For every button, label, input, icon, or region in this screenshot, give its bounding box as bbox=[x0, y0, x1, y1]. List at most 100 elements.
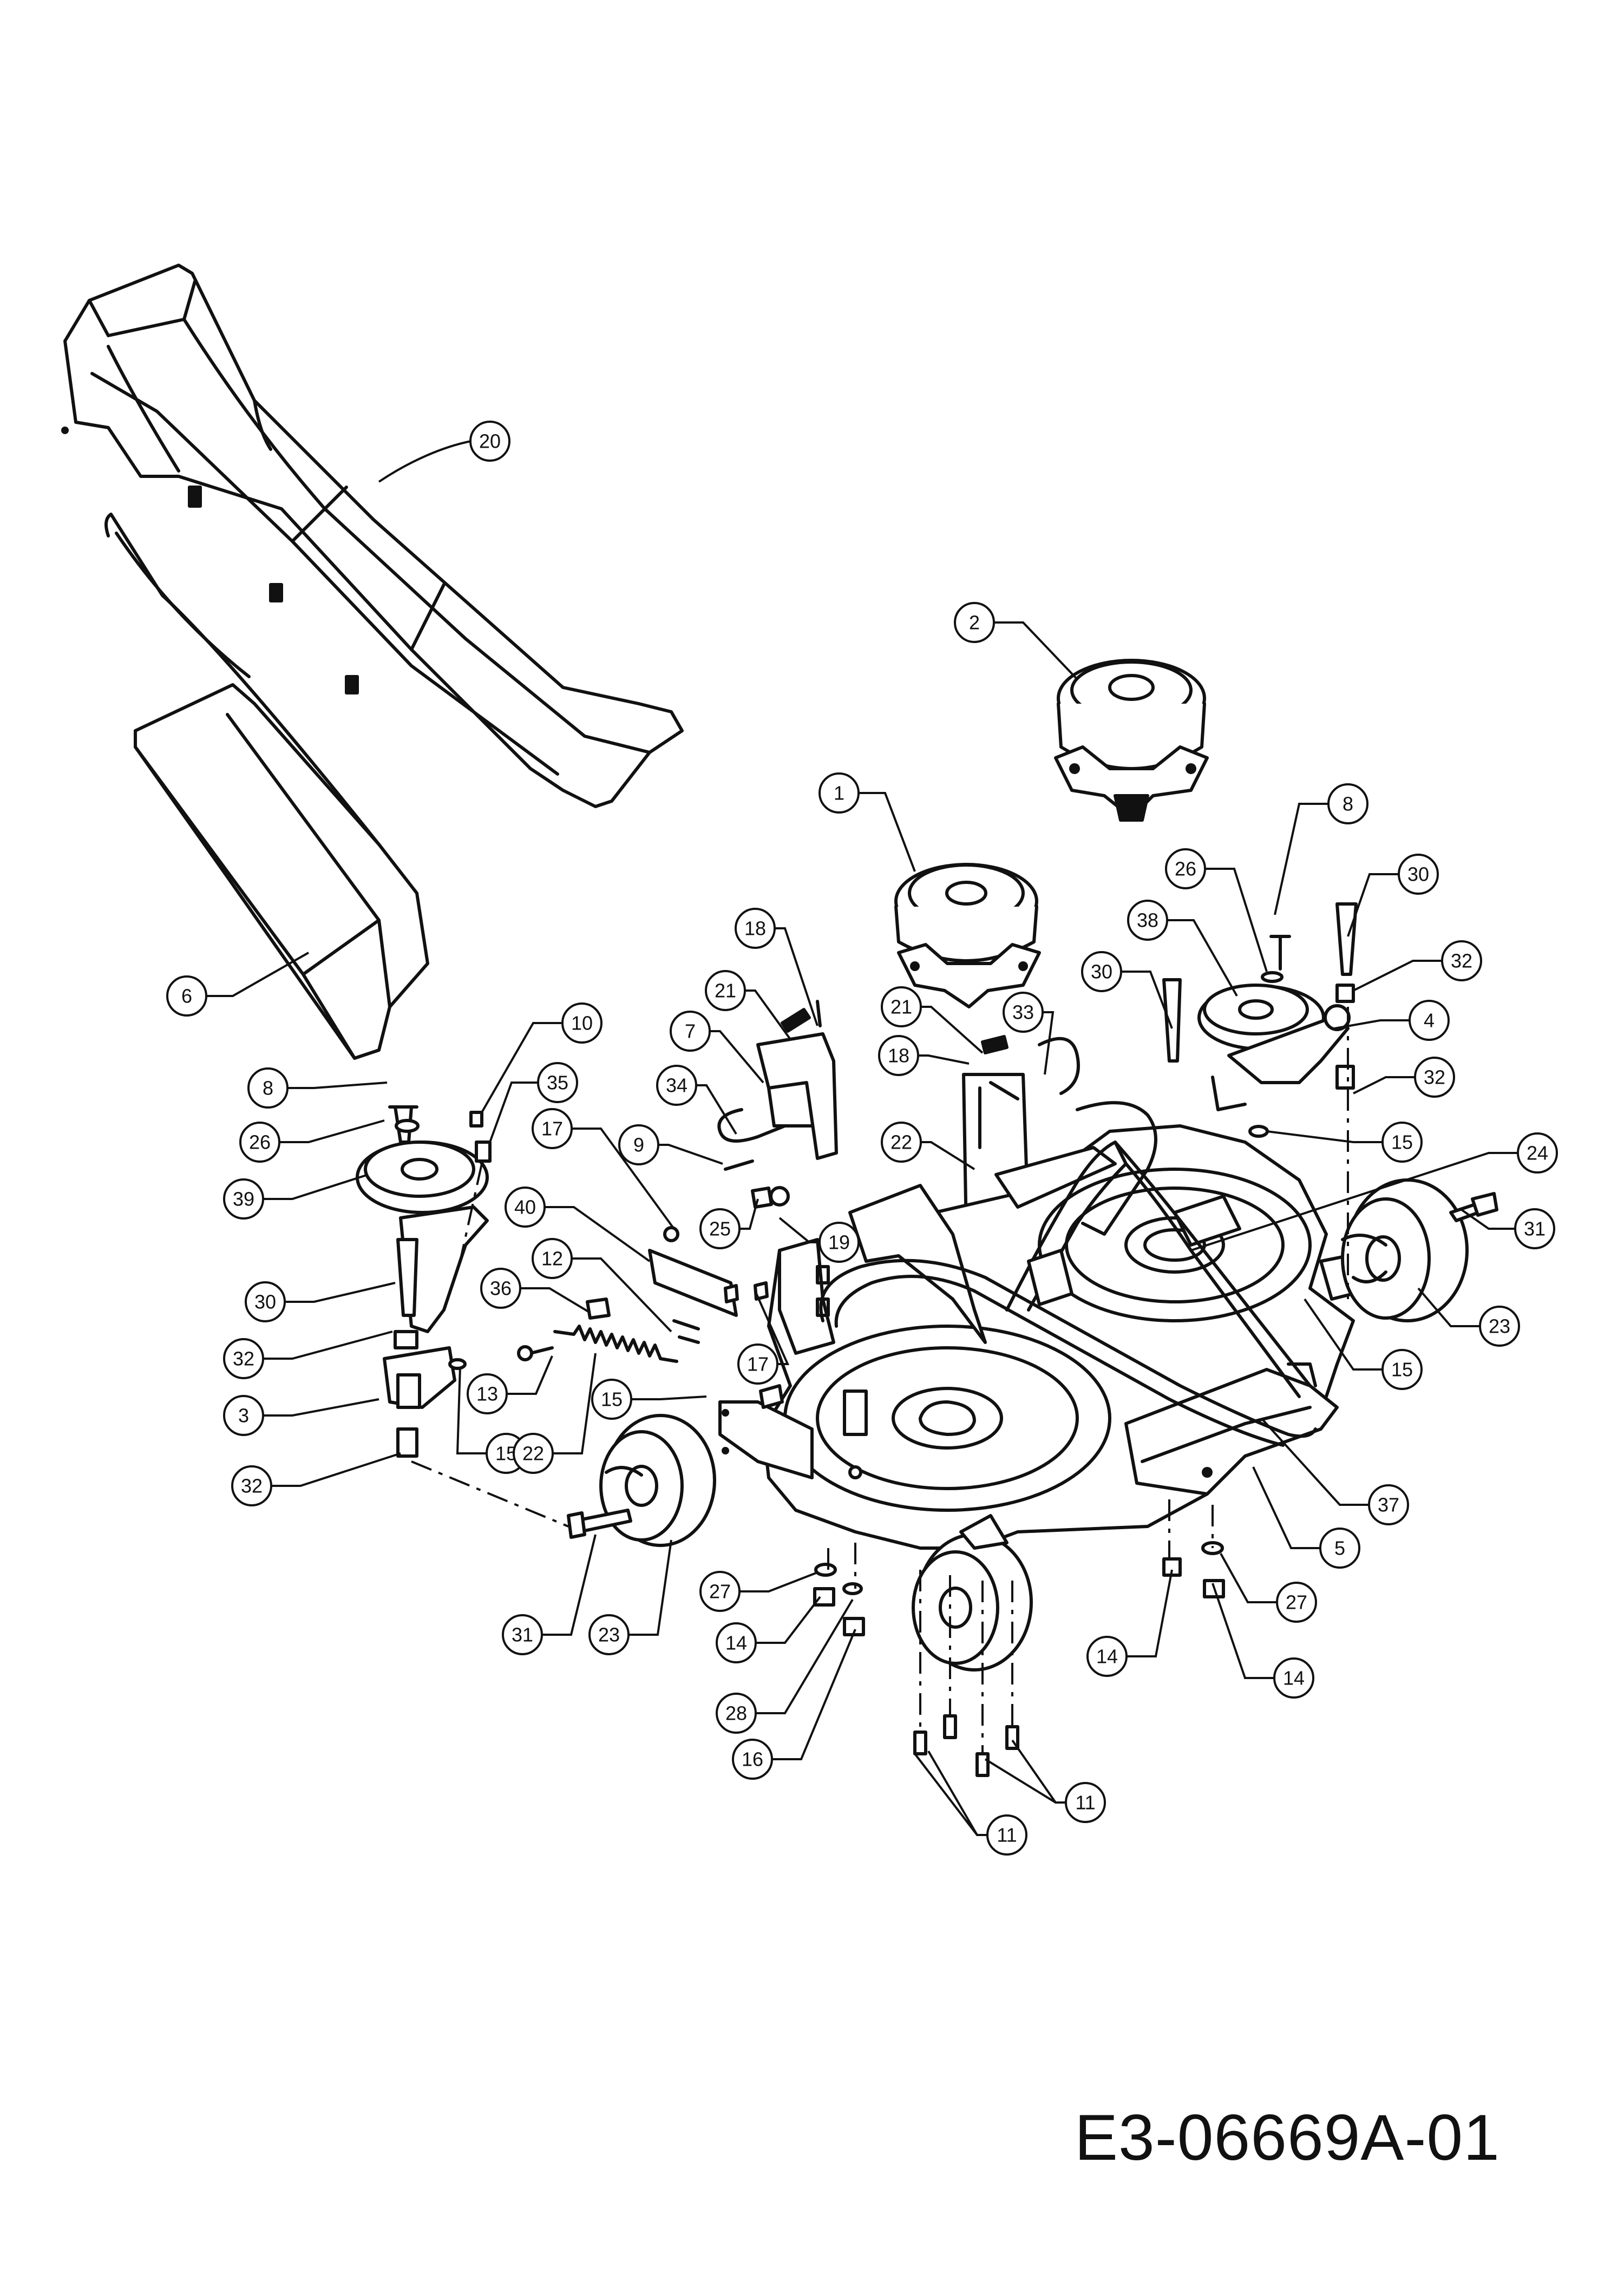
callout-bubble bbox=[223, 1178, 264, 1220]
callout-bubble bbox=[1276, 1582, 1317, 1623]
callout-bubble bbox=[818, 1222, 860, 1263]
callout-leader bbox=[520, 1287, 591, 1314]
callout-c26l: 26 bbox=[239, 1119, 385, 1163]
callout-c27l: 27 bbox=[699, 1571, 818, 1612]
callout-bubble bbox=[1165, 848, 1206, 889]
callout-c8r: 8 bbox=[1274, 783, 1368, 915]
callout-c9: 9 bbox=[618, 1124, 723, 1165]
callout-c39: 39 bbox=[223, 1174, 369, 1220]
callout-bubble bbox=[1441, 940, 1482, 981]
part-6-deflector-plate bbox=[104, 513, 429, 1060]
callout-leader bbox=[287, 1082, 388, 1089]
callout-leader bbox=[284, 1282, 396, 1303]
callout-number: 4 bbox=[1424, 1010, 1435, 1032]
callout-number: 9 bbox=[633, 1134, 644, 1156]
callout-number: 14 bbox=[725, 1632, 747, 1654]
callout-c32r: 32 bbox=[1353, 940, 1482, 992]
callout-bubble bbox=[1398, 854, 1439, 895]
callout-number: 21 bbox=[715, 980, 736, 1002]
callout-c6: 6 bbox=[166, 952, 309, 1017]
callout-leader bbox=[571, 1257, 672, 1333]
callout-number: 12 bbox=[541, 1248, 563, 1270]
callout-bubble bbox=[561, 1002, 603, 1044]
callout-c33: 33 bbox=[1003, 992, 1055, 1075]
callout-leader bbox=[1353, 960, 1443, 992]
callout-c8l: 8 bbox=[247, 1067, 388, 1109]
callout-leader bbox=[858, 792, 916, 872]
callout-number: 20 bbox=[479, 430, 501, 453]
part-1-spindle-assembly bbox=[894, 863, 1041, 1008]
callout-number: 14 bbox=[1096, 1646, 1118, 1668]
callout-number: 31 bbox=[512, 1624, 533, 1646]
callout-bubble bbox=[537, 1062, 578, 1103]
callout-c15r: 15 bbox=[1266, 1122, 1423, 1163]
callout-c21a: 21 bbox=[705, 970, 791, 1040]
callout-number: 18 bbox=[888, 1045, 909, 1067]
callout-number: 39 bbox=[233, 1188, 254, 1210]
callout-number: 10 bbox=[571, 1012, 593, 1034]
callout-bubble bbox=[705, 970, 746, 1011]
callout-number: 1 bbox=[834, 782, 844, 804]
callout-leader bbox=[1417, 1287, 1481, 1327]
callout-leader bbox=[263, 1398, 379, 1417]
callout-bubble bbox=[1327, 783, 1368, 824]
callout-bubble bbox=[1514, 1208, 1555, 1249]
callout-bubble bbox=[986, 1814, 1027, 1856]
callout-bubble bbox=[231, 1465, 272, 1506]
callout-c13: 13 bbox=[467, 1355, 553, 1414]
callout-c40: 40 bbox=[505, 1187, 651, 1262]
callout-leader bbox=[1252, 1466, 1321, 1549]
part-22-spring-left bbox=[553, 1325, 678, 1363]
callout-c22l: 22 bbox=[513, 1353, 597, 1474]
callout-c31l: 31 bbox=[502, 1534, 597, 1655]
callout-leader bbox=[263, 1174, 369, 1200]
callout-bubble bbox=[699, 1571, 741, 1612]
callout-c14l: 14 bbox=[716, 1596, 821, 1663]
callout-leader bbox=[552, 1353, 597, 1454]
callout-bubble bbox=[1414, 1057, 1455, 1098]
callout-number: 18 bbox=[744, 917, 766, 940]
callout-number: 11 bbox=[1075, 1792, 1095, 1814]
callout-leader bbox=[1167, 919, 1238, 997]
callout-leader bbox=[1347, 873, 1399, 937]
callout-bubble bbox=[1319, 1528, 1360, 1569]
part-40-plate-springs bbox=[517, 1226, 738, 1363]
callout-number: 27 bbox=[709, 1581, 731, 1603]
callout-bubble bbox=[1065, 1782, 1106, 1823]
callout-number: 32 bbox=[1424, 1066, 1445, 1089]
callout-bubble bbox=[735, 908, 776, 949]
callout-number: 15 bbox=[1391, 1359, 1413, 1381]
callout-leader bbox=[755, 1598, 854, 1714]
callout-bubble bbox=[1409, 1000, 1450, 1041]
callout-c28: 28 bbox=[716, 1598, 854, 1734]
part-23-gauge-wheel-right bbox=[1341, 1178, 1469, 1322]
callout-number: 30 bbox=[254, 1291, 276, 1313]
callout-number: 30 bbox=[1091, 961, 1112, 983]
callout-bubble bbox=[1127, 900, 1168, 941]
callout-number: 23 bbox=[1489, 1315, 1510, 1338]
callout-number: 30 bbox=[1407, 863, 1429, 886]
callout-leader bbox=[1126, 1569, 1173, 1657]
callout-leader bbox=[481, 1022, 563, 1113]
callout-c35: 35 bbox=[489, 1062, 578, 1143]
callout-number: 8 bbox=[1343, 793, 1353, 815]
callout-bubble bbox=[716, 1622, 757, 1663]
callout-c21b: 21 bbox=[881, 986, 984, 1054]
callout-bubble bbox=[513, 1433, 554, 1474]
callout-bubble bbox=[737, 1343, 778, 1385]
callout-bubble bbox=[247, 1067, 289, 1109]
callout-bubble bbox=[670, 1011, 711, 1052]
callout-c4: 4 bbox=[1334, 1000, 1450, 1041]
callout-leader bbox=[628, 1539, 672, 1636]
callout-c19: 19 bbox=[778, 1217, 860, 1263]
callout-bubble bbox=[166, 975, 207, 1017]
callout-number: 32 bbox=[233, 1348, 254, 1370]
callout-number: 26 bbox=[249, 1131, 271, 1153]
callout-number: 13 bbox=[476, 1383, 498, 1405]
callout-c10: 10 bbox=[481, 1002, 603, 1113]
callout-number: 32 bbox=[241, 1475, 263, 1497]
callout-bubble bbox=[656, 1065, 697, 1106]
part-20-discharge-chute bbox=[61, 264, 684, 808]
callout-c22m: 22 bbox=[881, 1122, 975, 1170]
callout-c11b: 11 bbox=[984, 1739, 1106, 1823]
